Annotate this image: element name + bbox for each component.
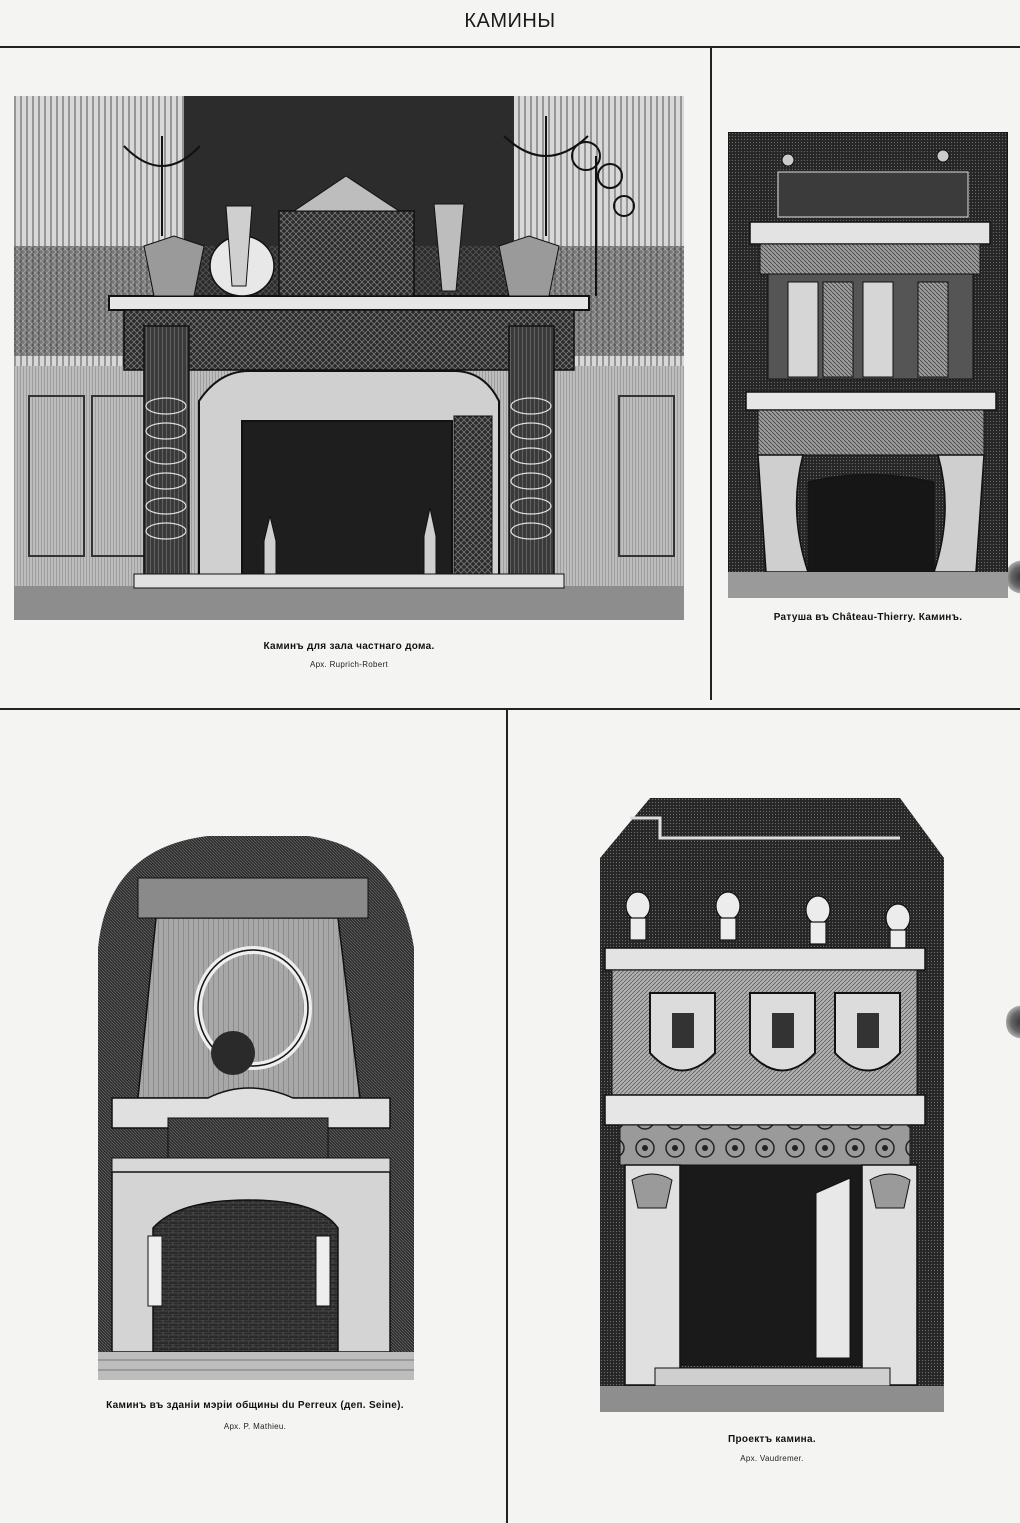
- fireplace-engraving-ruprich-robert: [14, 96, 684, 620]
- header-rule: [0, 46, 1020, 48]
- plate-caption: Каминъ въ зданіи мэріи общины du Perreux…: [106, 1400, 404, 1411]
- plate-caption: Каминъ для зала частнаго дома.: [263, 641, 435, 652]
- horizontal-divider: [0, 708, 1020, 710]
- vertical-divider-bottom: [506, 710, 508, 1523]
- plate-caption: Проектъ камина.: [728, 1434, 816, 1445]
- fireplace-engraving-vaudremer: [600, 798, 944, 1412]
- binder-hole: [1006, 1005, 1020, 1039]
- page-title: КАМИНЫ: [464, 10, 556, 32]
- plate-credit: Арх. P. Mathieu.: [223, 1422, 287, 1431]
- fireplace-engraving-du-perreux: [98, 828, 414, 1380]
- binder-hole: [1006, 560, 1020, 594]
- plate-caption: Ратуша въ Château-Thierry. Каминъ.: [773, 612, 963, 623]
- plate-credit: Арх. Vaudremer.: [740, 1454, 804, 1463]
- plate-credit: Арх. Ruprich-Robert: [309, 660, 389, 669]
- fireplace-engraving-chateau-thierry: [728, 132, 1008, 598]
- vertical-divider-top: [710, 48, 712, 700]
